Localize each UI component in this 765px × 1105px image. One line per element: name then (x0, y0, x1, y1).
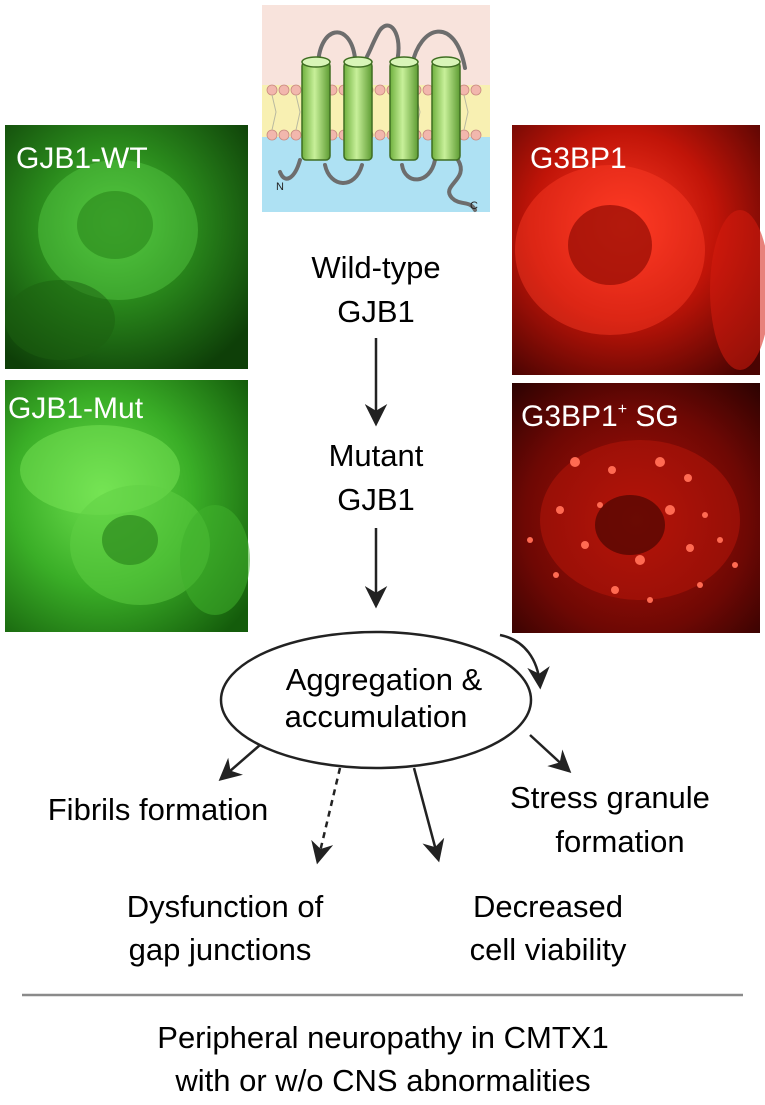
svg-text:cell viability: cell viability (470, 932, 627, 967)
n-terminus-label: N (276, 181, 284, 193)
svg-text:Dysfunction of: Dysfunction of (127, 889, 324, 924)
svg-text:formation: formation (555, 824, 684, 859)
svg-text:Decreased: Decreased (473, 889, 623, 924)
conclusion-line2: with or w/o CNS abnormalities (174, 1063, 590, 1098)
arrow-to-stress-panel (499, 633, 550, 690)
outcome-viability: Decreased cell viability (470, 889, 627, 967)
conclusion: Peripheral neuropathy in CMTX1 with or w… (157, 1020, 608, 1098)
panel-label-mut: GJB1-Mut (8, 392, 144, 425)
panel-g3bp1: G3BP1 (512, 125, 765, 375)
transmembrane-helices (301, 56, 461, 161)
flow-wildtype: Wild-type GJB1 (311, 250, 440, 329)
aggregation-ellipse (219, 630, 533, 770)
aggregation-line2: accumulation (285, 699, 468, 734)
flow-mutant: Mutant GJB1 (329, 438, 424, 517)
c-terminus-label: C (470, 200, 478, 212)
wildtype-line1: Wild-type (311, 250, 440, 285)
svg-text:gap junctions: gap junctions (129, 932, 312, 967)
panel-gjb1-mut: GJB1-Mut (5, 380, 250, 632)
panel-g3bp1-sg: G3BP1+ SG (512, 383, 760, 633)
mutant-line1: Mutant (329, 438, 424, 473)
panel-label-g3bp1: G3BP1 (530, 142, 627, 175)
conclusion-line1: Peripheral neuropathy in CMTX1 (157, 1020, 608, 1055)
stress-granule-dots (527, 457, 738, 603)
arrow-to-dysfunction-dashed (311, 767, 342, 865)
gjb1-topology-diagram: N C (262, 5, 490, 212)
panel-label-sg: G3BP1+ SG (521, 400, 679, 433)
outcome-dysfunction: Dysfunction of gap junctions (127, 889, 324, 967)
arrow-to-viability (412, 767, 445, 863)
panel-label-wt: GJB1-WT (16, 142, 148, 175)
aggregation-line1: Aggregation & (286, 662, 483, 697)
mutant-line2: GJB1 (337, 482, 415, 517)
svg-text:Stress granule: Stress granule (510, 780, 710, 815)
arrow-to-stress-granule (529, 734, 572, 774)
outcome-fibrils: Fibrils formation (48, 792, 269, 827)
arrow-to-fibrils (218, 744, 261, 781)
wildtype-line2: GJB1 (337, 294, 415, 329)
aggregation-node: Aggregation & accumulation (219, 630, 533, 770)
outcome-stress-granule: Stress granule formation (510, 780, 710, 859)
panel-gjb1-wt: GJB1-WT (5, 125, 248, 369)
